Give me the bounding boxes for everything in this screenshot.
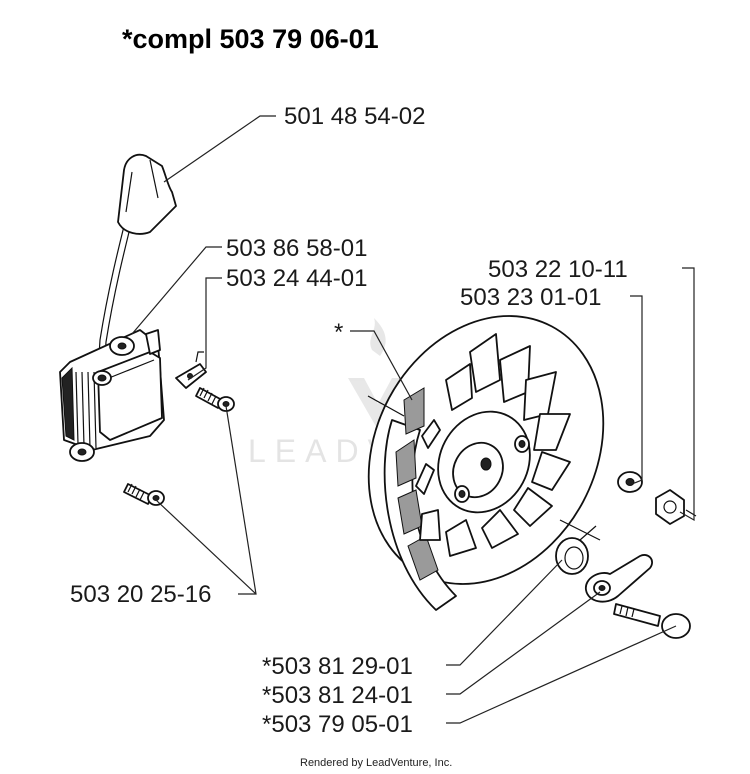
label-washer-outer: 503 22 10-11 bbox=[488, 256, 628, 283]
label-washer-inner: 503 23 01-01 bbox=[460, 284, 601, 311]
label-pawl: *503 81 24-01 bbox=[262, 682, 413, 709]
ignition-coil-drawing bbox=[59, 153, 177, 462]
screw-lower-drawing bbox=[123, 483, 165, 506]
label-bracket: 503 24 44-01 bbox=[226, 265, 367, 292]
pawl-drawing bbox=[585, 554, 653, 603]
footer-credit: Rendered by LeadVenture, Inc. bbox=[300, 757, 452, 769]
terminal-bracket-drawing bbox=[175, 351, 207, 389]
label-pin: *503 79 05-01 bbox=[262, 711, 413, 738]
pin-drawing bbox=[613, 603, 691, 639]
spring-drawing bbox=[555, 525, 597, 575]
leader-lines bbox=[131, 115, 695, 724]
label-spark-cap: 501 48 54-02 bbox=[284, 103, 425, 130]
label-flywheel: * bbox=[334, 319, 343, 346]
label-spring: *503 81 29-01 bbox=[262, 653, 413, 680]
label-screws: 503 20 25-16 bbox=[70, 581, 211, 608]
washer-drawing bbox=[617, 471, 643, 493]
nut-drawing bbox=[655, 489, 697, 525]
assembly-title: *compl 503 79 06-01 bbox=[122, 24, 379, 54]
screw-upper-drawing bbox=[195, 387, 235, 412]
flywheel-drawing bbox=[367, 315, 605, 611]
label-coil: 503 86 58-01 bbox=[226, 235, 367, 262]
